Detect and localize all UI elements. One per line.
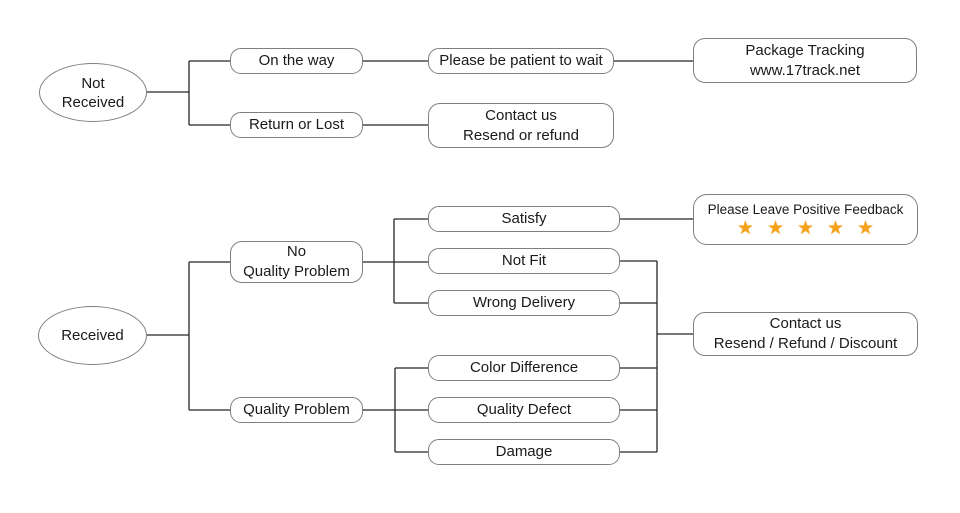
node-quality-defect: Quality Defect: [428, 397, 620, 423]
node-label: Contact us: [485, 106, 557, 124]
node-label: Quality Problem: [243, 263, 350, 280]
node-label: Damage: [495, 443, 553, 460]
node-satisfy: Satisfy: [428, 206, 620, 232]
node-label: On the way: [258, 52, 335, 69]
node-color-difference: Color Difference: [428, 355, 620, 381]
node-label: Satisfy: [501, 210, 547, 227]
node-damage: Damage: [428, 439, 620, 465]
node-label: Return or Lost: [248, 116, 345, 133]
five-stars-icon: ★★★★★: [736, 217, 888, 239]
node-not-received: Not Received: [39, 63, 147, 122]
node-label: Resend or refund: [463, 126, 579, 144]
node-label: Quality Problem: [243, 401, 350, 418]
node-label: Please be patient to wait: [439, 52, 603, 69]
node-package-tracking: Package Tracking www.17track.net: [693, 38, 917, 83]
node-contact-us-resend-refund-discount: Contact us Resend / Refund / Discount: [693, 312, 918, 356]
node-label: Not Fit: [501, 252, 547, 269]
node-label: Please Leave Positive Feedback: [707, 201, 904, 217]
node-on-the-way: On the way: [230, 48, 363, 74]
node-return-or-lost: Return or Lost: [230, 112, 363, 138]
node-positive-feedback: Please Leave Positive Feedback ★★★★★: [693, 194, 918, 245]
node-label: Package Tracking: [745, 41, 865, 59]
node-label: Received: [61, 327, 124, 344]
node-label: Quality Defect: [476, 401, 572, 418]
node-label: Resend / Refund / Discount: [713, 335, 898, 352]
node-label: Wrong Delivery: [472, 294, 576, 311]
tracking-url: www.17track.net: [749, 61, 861, 79]
node-not-fit: Not Fit: [428, 248, 620, 274]
node-no-quality-problem: No Quality Problem: [230, 241, 363, 283]
node-please-be-patient: Please be patient to wait: [428, 48, 614, 74]
node-label: Color Difference: [469, 359, 579, 376]
node-contact-us-resend-refund: Contact us Resend or refund: [428, 103, 614, 148]
node-label: No: [286, 243, 307, 260]
node-label: Not: [81, 74, 105, 92]
node-received: Received: [38, 306, 147, 365]
node-label: Received: [61, 93, 125, 111]
node-quality-problem: Quality Problem: [230, 397, 363, 423]
node-label: Contact us: [769, 315, 842, 332]
node-wrong-delivery: Wrong Delivery: [428, 290, 620, 316]
